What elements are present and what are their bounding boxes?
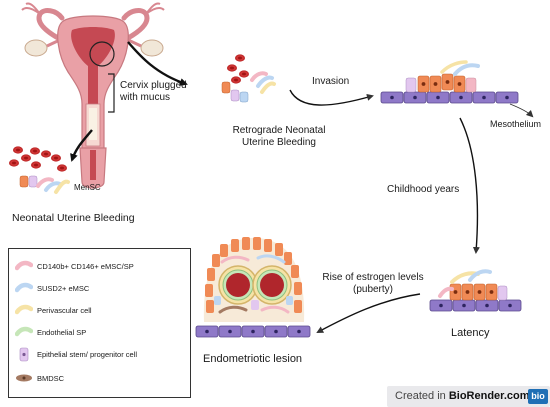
biorender-watermark: Created in BioRender.com bio [387,386,550,407]
menSC-label: MenSC [74,183,101,192]
retrograde-arrow [127,41,188,86]
legend: CD140b+ CD146+ eMSC/SP SUSD2+ eMSC Periv… [8,248,191,398]
estrogen-label-line1: Rise of estrogen levels [322,272,424,283]
yellow-spindle-cell-icon [15,304,33,315]
legend-item-bmdsc: BMDSC [9,371,190,389]
invasion-label: Invasion [312,76,350,87]
retrograde-label-line1: Retrograde Neonatal [232,125,326,136]
uterus-illustration [21,2,165,189]
lesion-label: Endometriotic lesion [203,353,303,365]
endometriotic-lesion [195,237,311,338]
cervix-label: Cervix plugged with mucus [120,80,187,104]
retrograde-label: Retrograde Neonatal Uterine Bleeding [224,125,334,149]
biorender-logo-icon: bio [528,389,548,404]
mesothelium-epithelium [380,60,519,104]
invasion-arrow [289,89,374,106]
green-spindle-cell-icon [15,326,33,337]
neonatal-bleeding-label: Neonatal Uterine Bleeding [12,212,135,224]
legend-label: Epithelial stem/ progenitor cell [37,350,138,359]
legend-item-perivascular: Perivascular cell [9,303,190,321]
childhood-label: Childhood years [387,184,460,195]
legend-item-epithelial: Epithelial stem/ progenitor cell [9,347,190,365]
pink-spindle-cell-icon [15,260,33,271]
watermark-text: Created in BioRender.com [395,390,530,403]
legend-label: SUSD2+ eMSC [37,284,90,293]
cervix-label-line2: with mucus [120,92,171,103]
legend-label: CD140b+ CD146+ eMSC/SP [37,262,134,271]
legend-label: Endothelial SP [37,328,87,337]
retrograde-blood-cells [221,54,276,103]
childhood-arrow [459,117,480,254]
legend-label: Perivascular cell [37,306,92,315]
menSC-cells [19,175,70,194]
estrogen-label: Rise of estrogen levels (puberty) [318,272,428,296]
retrograde-label-line2: Uterine Bleeding [242,137,316,148]
estrogen-arrow [316,293,421,333]
legend-item-cd140b: CD140b+ CD146+ eMSC/SP [9,259,190,277]
neonatal-blood-cells [9,146,67,172]
legend-label: BMDSC [37,374,65,383]
latency-epithelium [429,269,522,312]
neonatal-bleeding-arrow [70,129,93,162]
mesothelium-pointer [509,103,534,118]
created-in-text: Created in [395,390,446,402]
cervix-label-line1: Cervix plugged [120,80,187,91]
brand-text: BioRender.com [448,390,530,402]
legend-item-endothelial: Endothelial SP [9,325,190,343]
blue-spindle-cell-icon [15,282,33,293]
mesothelium-label: Mesothelium [490,119,542,129]
brown-cell-icon [16,374,32,382]
estrogen-label-line2: (puberty) [352,284,393,295]
latency-label: Latency [451,327,490,339]
legend-item-susd2: SUSD2+ eMSC [9,281,190,299]
lilac-cell-icon [19,347,29,362]
